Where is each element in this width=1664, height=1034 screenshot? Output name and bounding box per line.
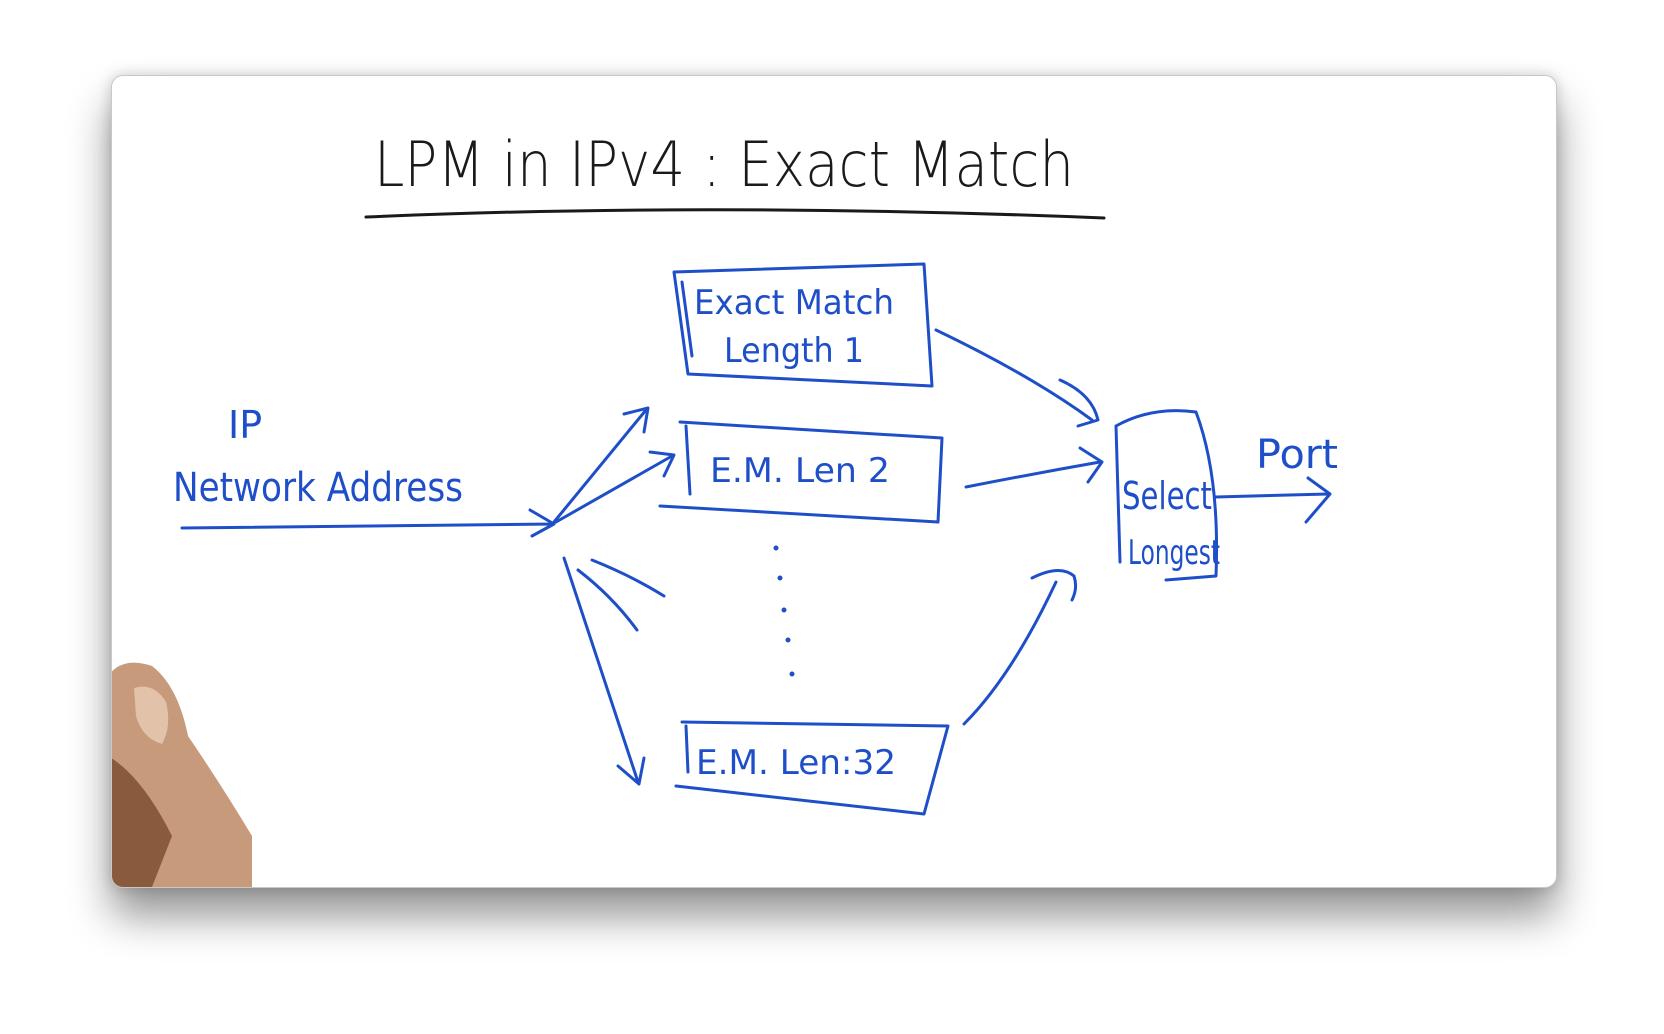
em-len-2-label: E.M. Len 2 [710,451,890,491]
port-label: Port [1256,432,1338,478]
arrow-to-len1 [552,406,650,524]
arrow-to-len2 [554,450,676,524]
longest-label: Longest [1128,533,1220,573]
presenter-hand-image [112,662,252,887]
length-1-label: Length 1 [724,331,864,371]
whiteboard-diagram: LPM in IPv4 : Exact Match IP Network Add… [112,128,1338,887]
arrow-to-len32 [562,556,646,786]
diagram-title: LPM in IPv4 : Exact Match [374,128,1074,201]
exact-match-length-1-box [672,262,934,388]
em-len-32-label: E.M. Len:32 [696,743,896,783]
select-label: Select [1122,474,1212,518]
input-label-ip: IP [228,403,262,447]
title-underline [364,208,1106,220]
arrow-len2-to-select [964,446,1104,489]
input-arrow [180,508,556,538]
em-len-32-box [674,720,950,816]
fan-stroke-upper [590,558,666,598]
em-len-2-box [658,420,944,524]
input-label-network-address: Network Address [173,465,463,511]
exact-match-label: Exact Match [694,283,894,323]
ellipsis-dots [773,545,795,677]
output-arrow [1214,476,1332,524]
video-frame: LPM in IPv4 : Exact Match IP Network Add… [111,75,1557,888]
fan-stroke-lower [576,568,639,632]
arrow-len32-to-select [962,569,1078,726]
select-longest-box [1114,409,1219,582]
arrow-len1-to-select [934,328,1100,428]
